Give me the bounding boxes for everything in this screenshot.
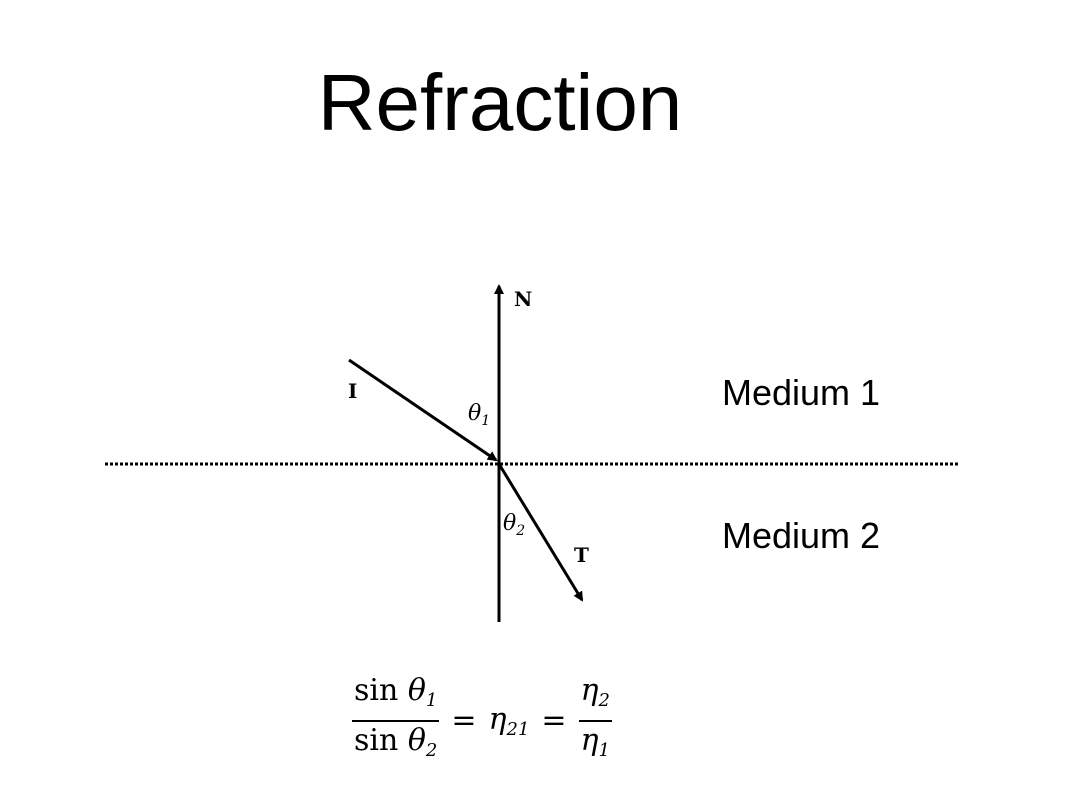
fraction-bar [352,720,440,722]
refraction-angle-symbol: θ [503,511,516,536]
relative-index: η21 [488,702,530,740]
incidence-angle-label: θ1 [468,401,490,429]
refraction-angle-subscript: 2 [515,523,525,539]
incidence-angle-subscript: 1 [481,413,490,429]
transmitted-ray [497,463,584,602]
equals-sign: = [541,703,567,738]
sine-ratio-fraction: sin θ1 sin θ2 [352,672,440,770]
equals-sign: = [451,703,477,738]
page-title: Refraction [317,58,683,147]
medium-2-label: Medium 2 [722,515,881,556]
sine-ratio-denominator: sin θ2 [354,723,438,761]
sine-ratio-numerator: sin θ1 [354,673,438,711]
snells-law-formula: sin θ1 sin θ2 = η21 = η2 η1 [352,672,612,770]
transmitted-label: T [574,543,589,567]
normal-label: N [514,287,532,311]
index-ratio-fraction: η2 η1 [578,672,612,770]
fraction-bar [578,720,612,722]
incident-ray [348,358,498,462]
incidence-angle-symbol: θ [468,401,481,426]
index-ratio-denominator: η1 [580,723,610,761]
index-ratio-numerator: η2 [580,673,610,711]
medium-1-label: Medium 1 [722,372,881,413]
incident-label: I [348,379,357,403]
refraction-angle-label: θ2 [503,511,525,539]
